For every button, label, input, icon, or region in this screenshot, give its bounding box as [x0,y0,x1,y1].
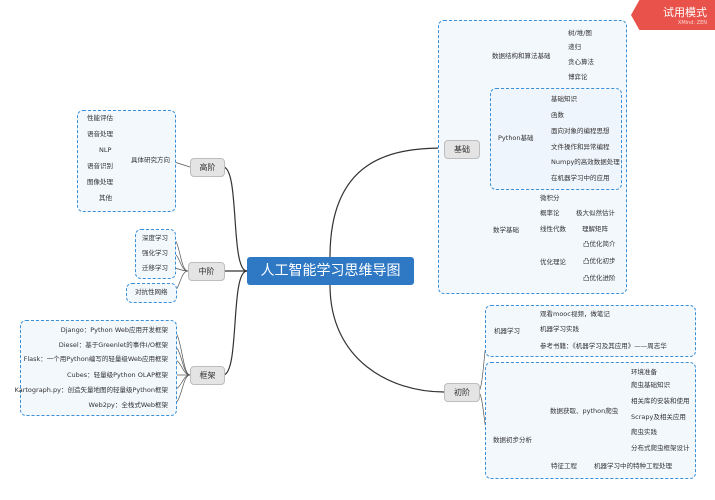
mid-item[interactable]: 强化学习 [142,249,168,257]
ds-item[interactable]: 递归 [568,43,581,51]
branch-framework[interactable]: 框架 [190,366,225,385]
ds-item[interactable]: 贪心算法 [568,58,594,66]
framework-group-box [20,320,177,416]
ds-item[interactable]: 博弈论 [568,73,588,81]
framework-item[interactable]: Cubes：轻量级Python OLAP框架 [66,371,168,379]
python-basics-node[interactable]: Python基础 [498,134,534,142]
framework-item[interactable]: Kartograph.py：创造矢量地图的轻量级Python框架 [14,386,168,394]
mid-group-box [135,229,176,279]
trial-mode-label: 试用模式 [663,6,707,19]
crawler-item[interactable]: 环境准备 [631,368,657,376]
math-basics-node[interactable]: 数学基础 [493,226,519,234]
framework-item[interactable]: Flask：一个用Python编写的轻量级Web应用框架 [23,355,168,363]
python-item[interactable]: 函数 [551,111,564,119]
math-item[interactable]: 优化理论 [540,258,566,266]
crawler-item[interactable]: 爬虫实践 [631,428,657,436]
advanced-item[interactable]: 图像处理 [87,178,113,186]
optimization-child[interactable]: 凸优化初步 [583,257,616,265]
ml-item[interactable]: 机器学习实践 [540,325,579,333]
crawler-item[interactable]: Scrapy及相关应用 [631,413,686,421]
data-analysis-node[interactable]: 数据初步分析 [493,436,532,444]
branch-basic[interactable]: 基础 [444,140,480,159]
brand-label: XMind: ZEN [677,20,707,26]
root-topic[interactable]: 人工智能学习思维导图 [247,257,414,285]
probability-child[interactable]: 极大似然估计 [576,209,615,217]
branch-advanced[interactable]: 高阶 [190,158,225,177]
feature-engineering-node[interactable]: 特征工程 [551,462,577,470]
framework-item[interactable]: Diesel：基于Greenlet的事件I/O框架 [58,341,168,349]
branch-mid[interactable]: 中阶 [188,262,225,281]
advanced-item[interactable]: 语音处理 [87,130,113,138]
advanced-group-box [77,110,176,212]
math-item[interactable]: 线性代数 [540,225,566,233]
ds-item[interactable]: 树/堆/图 [568,29,592,37]
ml-group-box [485,305,696,357]
advanced-item[interactable]: 其他 [99,194,112,202]
optimization-child[interactable]: 凸优化进阶 [583,274,616,282]
feature-engineering-child[interactable]: 机器学习中的特种工程处理 [594,462,672,470]
math-item[interactable]: 概率论 [540,209,560,217]
framework-item[interactable]: Django：Python Web应用开发框架 [60,326,168,334]
advanced-item[interactable]: 性能评估 [87,114,113,122]
machine-learning-node[interactable]: 机器学习 [494,327,520,335]
research-direction-node[interactable]: 具体研究方向 [131,156,170,164]
optimization-child[interactable]: 凸优化简介 [583,240,616,248]
python-item[interactable]: 基础知识 [551,95,577,103]
crawler-item[interactable]: 相关库的安装和使用 [631,397,690,405]
python-item[interactable]: 面向对象的编程思想 [551,127,610,135]
advanced-item[interactable]: NLP [99,146,112,154]
trial-mode-badge[interactable]: 试用模式 XMind: ZEN [631,0,715,30]
crawler-item[interactable]: 爬虫基础知识 [631,381,670,389]
framework-item[interactable]: Web2py：全栈式Web框架 [88,401,168,409]
advanced-item[interactable]: 语音识别 [87,162,113,170]
crawler-node[interactable]: 数据获取、python爬虫 [550,407,619,415]
python-item[interactable]: 在机器学习中的应用 [551,174,610,182]
linalg-child[interactable]: 理解矩阵 [582,225,608,233]
python-item[interactable]: 文件操作和异常编程 [551,143,610,151]
branch-beginner[interactable]: 初阶 [444,383,480,402]
data-analysis-group-box [485,362,696,479]
math-item[interactable]: 微积分 [540,194,560,202]
ml-item[interactable]: 参考书籍：《机器学习及其应用》——周志华 [540,342,667,350]
ds-algorithm-node[interactable]: 数据结构和算法基础 [492,52,551,60]
python-group-box [490,88,622,190]
mid-extra-item[interactable]: 对抗性网络 [135,288,168,296]
mid-item[interactable]: 迁移学习 [142,264,168,272]
ml-item[interactable]: 观看mooc视频，做笔记 [540,310,610,318]
python-item[interactable]: Numpy的高效数据处理 [551,158,620,166]
crawler-item[interactable]: 分布式爬虫框架设计 [631,444,690,452]
mid-extra-box [126,283,177,303]
mid-item[interactable]: 深度学习 [142,234,168,242]
